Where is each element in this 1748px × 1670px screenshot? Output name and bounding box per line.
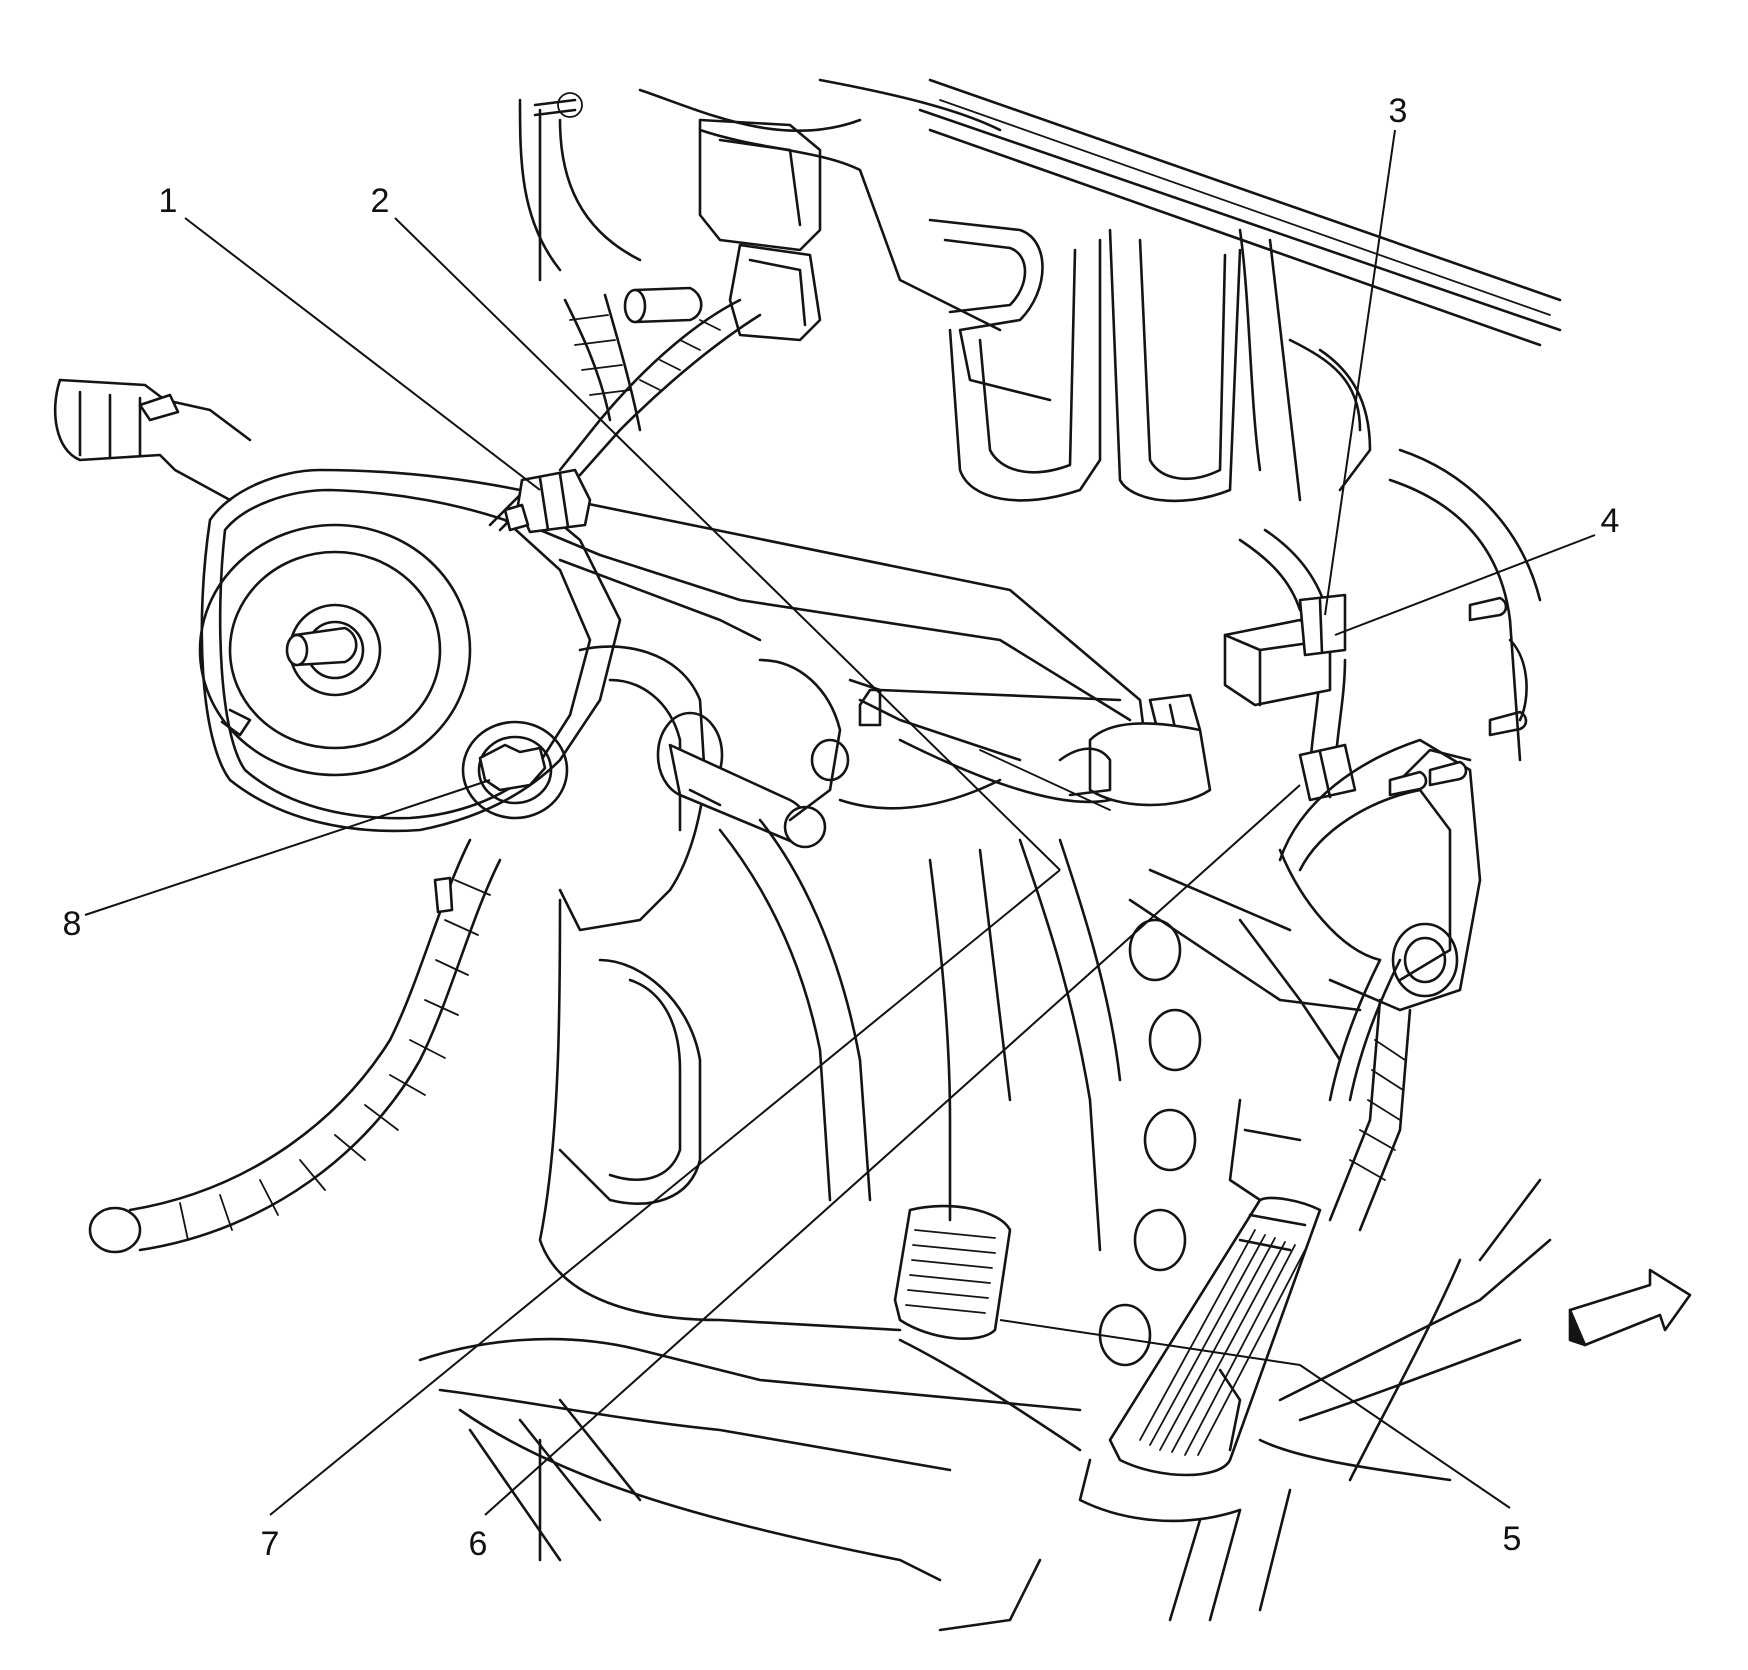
leader-3 xyxy=(1324,129,1396,616)
direction-arrow-icon xyxy=(1568,1268,1692,1347)
callout-6: 6 xyxy=(469,1525,488,1563)
leader-5 xyxy=(1299,1364,1511,1509)
leader-6 xyxy=(484,784,1301,1516)
steering-column xyxy=(53,378,1212,932)
floor-and-brake xyxy=(418,818,1552,1632)
callout-1: 1 xyxy=(159,182,178,220)
callout-leaders xyxy=(84,129,1596,1516)
leader-7 xyxy=(269,869,1061,1516)
upper-structure xyxy=(518,78,1562,762)
leader-8 xyxy=(84,779,491,916)
accelerator-pedal-assembly xyxy=(1108,738,1482,1477)
leader-4 xyxy=(1334,534,1596,636)
connector-3-4 xyxy=(1223,593,1357,802)
callout-2: 2 xyxy=(371,182,390,220)
callout-5: 5 xyxy=(1503,1520,1522,1558)
callout-4: 4 xyxy=(1601,502,1620,540)
leader-1 xyxy=(184,217,541,491)
callout-3: 3 xyxy=(1389,92,1408,130)
callout-7: 7 xyxy=(261,1525,280,1563)
connector-1 xyxy=(503,468,592,534)
callout-8: 8 xyxy=(63,905,82,943)
leader-2 xyxy=(394,217,1061,871)
callout-labels: 1 2 3 4 5 6 7 8 xyxy=(63,92,1620,1563)
leader-5-continuation xyxy=(999,1319,1301,1366)
